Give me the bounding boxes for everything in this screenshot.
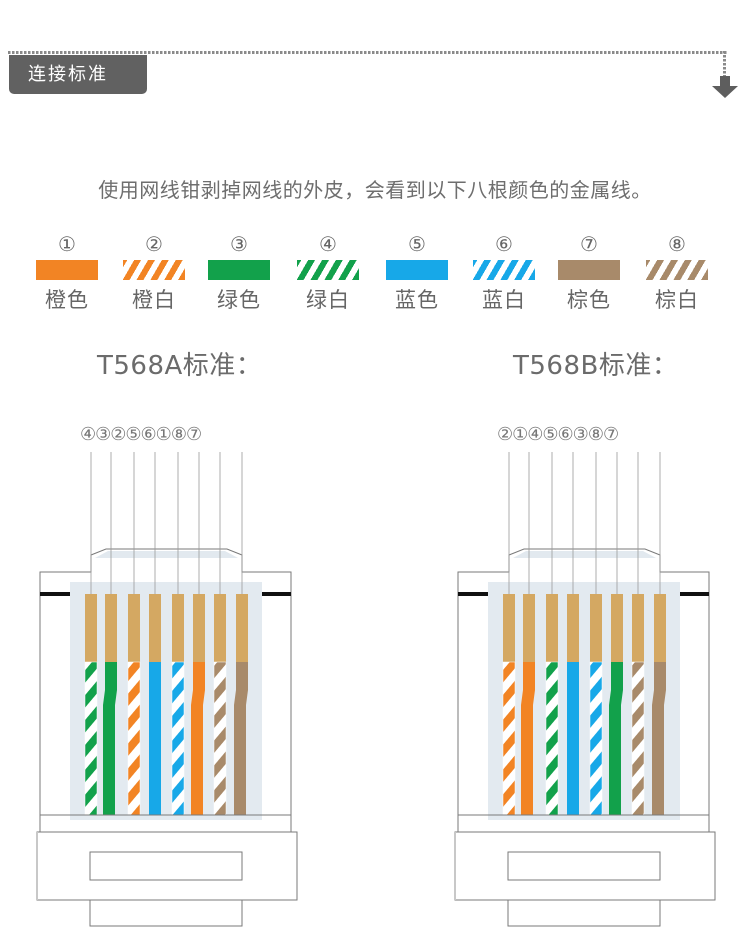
wire	[632, 662, 644, 815]
wire	[609, 662, 623, 815]
legend-swatch	[297, 260, 359, 280]
wire	[191, 662, 205, 815]
legend-swatch	[123, 260, 185, 280]
legend-number: ⑦	[580, 232, 598, 256]
legend-item: ① 橙色	[36, 230, 98, 314]
legend-item: ④ 绿白	[297, 230, 359, 314]
legend-label: 棕白	[655, 288, 699, 312]
legend-number: ⑧	[668, 232, 686, 256]
legend-item: ⑤ 蓝色	[386, 230, 448, 314]
t568a-pin-order: ④③②⑤⑥①⑧⑦	[80, 424, 202, 445]
legend-item: ⑧ 棕白	[646, 230, 708, 314]
legend-swatch	[558, 260, 620, 280]
legend-label: 橙色	[45, 288, 89, 312]
wire	[172, 662, 184, 815]
t568a-title: T568A标准：	[97, 351, 263, 381]
legend-swatch	[473, 260, 535, 280]
header-dotted-divider	[8, 51, 728, 54]
wire	[214, 662, 226, 815]
t568b-pin-order: ②①④⑤⑥③⑧⑦	[497, 424, 619, 445]
wire	[103, 662, 117, 815]
section-tab: 连接标准	[9, 55, 147, 94]
legend-number: ⑥	[495, 232, 513, 256]
legend-swatch	[386, 260, 448, 280]
legend-swatch	[646, 260, 708, 280]
legend-swatch	[208, 260, 270, 280]
legend-label: 棕色	[567, 288, 611, 312]
legend-number: ①	[58, 232, 76, 256]
header-dotted-connector	[723, 51, 726, 79]
wire	[567, 662, 579, 815]
legend-label: 蓝色	[395, 288, 439, 312]
wire	[521, 662, 535, 815]
wire	[503, 662, 515, 815]
arrow-down-icon	[712, 76, 738, 98]
legend-number: ③	[230, 232, 248, 256]
legend-label: 绿白	[306, 288, 350, 312]
wire	[85, 662, 97, 815]
legend-number: ⑤	[408, 232, 426, 256]
t568b-connector	[454, 452, 716, 927]
t568a-connector	[36, 452, 298, 927]
wire	[128, 662, 140, 815]
legend-label: 绿色	[217, 288, 261, 312]
legend-swatch	[36, 260, 98, 280]
legend-number: ②	[145, 232, 163, 256]
legend-item: ⑥ 蓝白	[473, 230, 535, 314]
wire	[234, 662, 248, 815]
legend-label: 橙白	[132, 288, 176, 312]
intro-text: 使用网线钳剥掉网线的外皮，会看到以下八根颜色的金属线。	[98, 178, 652, 202]
wire	[546, 662, 558, 815]
legend-label: 蓝白	[482, 288, 526, 312]
wire	[590, 662, 602, 815]
legend-item: ⑦ 棕色	[558, 230, 620, 314]
wire	[149, 662, 161, 815]
legend-item: ② 橙白	[123, 230, 185, 314]
t568b-title: T568B标准：	[513, 351, 679, 381]
legend-item: ③ 绿色	[208, 230, 270, 314]
wire-color-legend: ① 橙色 ② 橙白 ③ 绿色 ④ 绿白 ⑤ 蓝色 ⑥ 蓝白 ⑦ 棕色 ⑧ 棕白	[0, 230, 750, 330]
wire	[652, 662, 666, 815]
legend-number: ④	[319, 232, 337, 256]
